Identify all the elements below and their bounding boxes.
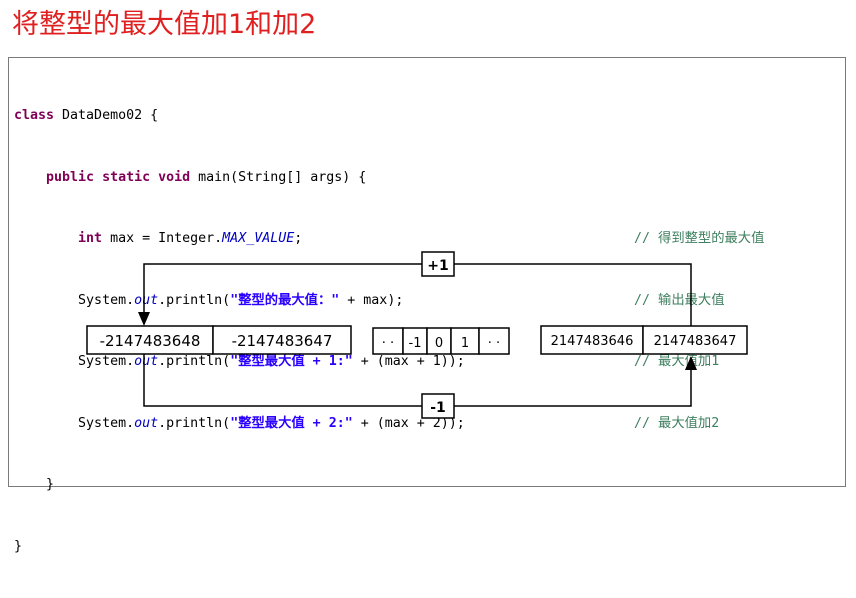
cell-max-minus-one: 2147483646 [551,334,634,349]
code-block: class DataDemo02 { public static void ma… [14,65,764,598]
static-field: MAX_VALUE [222,231,295,246]
code-text: main(String[] args) { [190,169,367,185]
static-field: out [134,354,159,369]
code-text: .println( [158,292,231,308]
cell-ellipsis-left: · · [382,336,394,351]
minus-one-label-box: -1 [421,393,455,419]
code-line-2: public static void main(String[] args) { [14,168,465,189]
code-line-3: int max = Integer.MAX_VALUE; // 得到整型的最大值 [14,229,764,250]
code-text: DataDemo02 { [54,108,159,123]
plus-one-label: +1 [427,258,448,274]
minus-one-arrow [143,354,692,407]
page-title: 将整型的最大值加1和加2 [12,9,317,40]
code-text: max = Integer. [102,231,223,246]
keyword: public static void [46,169,191,185]
code-text: + max); [339,292,404,308]
code-line-8: } [14,537,465,558]
code-comment: // 最大值加2 [634,415,720,431]
code-comment: // 最大值加1 [634,354,720,369]
code-panel: class DataDemo02 { public static void ma… [8,57,846,554]
keyword: int [78,231,103,246]
code-text: } [14,477,55,492]
string-literal: "整型的最大值：" [230,292,340,308]
string-literal: "整型最大值 + 2:" [230,415,353,431]
code-line-5: System.out.println("整型最大值 + 1:" + (max +… [14,352,719,373]
cell-zero: 0 [435,336,443,351]
middle-cells: · · -1 0 1 · · [372,327,510,355]
code-text: } [14,538,23,554]
left-cells: -2147483648 -2147483647 [86,325,352,355]
static-field: out [134,292,159,308]
code-text: .println( [158,415,231,431]
cell-minus-one: -1 [409,336,422,351]
code-text: + (max + 1)); [352,354,465,369]
right-cells: 2147483646 2147483647 [540,325,748,355]
keyword: class [14,108,55,123]
plus-one-label-box: +1 [421,251,455,277]
plus-one-arrow [143,263,692,326]
cell-one: 1 [461,336,469,351]
code-text: System. [78,292,135,308]
minus-one-label: -1 [430,400,446,416]
plus-one-arrowhead [138,312,150,326]
code-text: System. [78,354,135,369]
code-comment: // 得到整型的最大值 [634,231,765,246]
code-line-6: System.out.println("整型最大值 + 2:" + (max +… [14,414,719,435]
cell-min-value: -2147483648 [100,332,201,350]
minus-one-arrowhead [685,356,697,370]
cell-ellipsis-right: · · [488,336,500,351]
code-line-1: class DataDemo02 { [14,106,465,127]
code-text: System. [78,415,135,431]
cell-min-plus-one: -2147483647 [232,332,333,350]
code-text: ; [294,231,303,246]
code-text: + (max + 2)); [352,415,465,431]
code-text: .println( [158,354,231,369]
string-literal: "整型最大值 + 1:" [230,354,353,369]
overflow-diagram: +1 -1 -2147483648 -2147483647 · · -1 0 1… [86,251,748,419]
cell-max-value: 2147483647 [654,334,737,349]
code-line-7: } [14,475,465,496]
static-field: out [134,415,159,431]
